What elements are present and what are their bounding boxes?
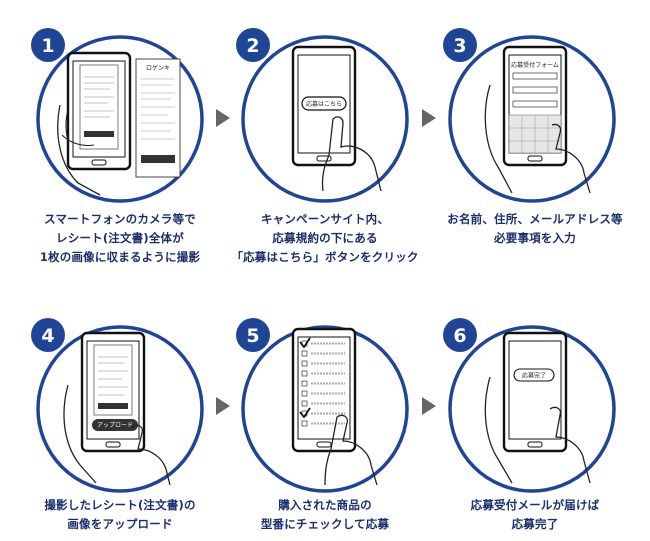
- phone-icon: [80, 331, 146, 453]
- svg-text:1: 1: [41, 35, 54, 57]
- phone-icon: [291, 327, 357, 453]
- next-arrow: [216, 397, 230, 415]
- step-number-badge: [236, 28, 270, 62]
- svg-text:ロゲンキ: ロゲンキ: [146, 64, 170, 72]
- check-icon: [299, 337, 311, 349]
- next-arrow: [422, 109, 436, 127]
- apply-button-illustration: [301, 96, 347, 111]
- step-3: 応募受付フォーム 3: [432, 15, 632, 205]
- next-arrow: [422, 397, 436, 415]
- step-4-caption: 撮影したレシート(注文書)の 画像をアップロード: [44, 498, 196, 531]
- svg-text:応募受付フォーム: 応募受付フォーム: [511, 61, 559, 69]
- phone-icon: [66, 51, 132, 171]
- step-number-badge: [443, 318, 477, 352]
- upload-button-illustration: [92, 419, 138, 431]
- step-number-badge: [443, 28, 477, 62]
- svg-text:5: 5: [246, 325, 259, 347]
- check-icon: [299, 407, 311, 419]
- step-1-caption: スマートフォンのカメラ等で レシート(注文書)全体が 1枚の画像に収まるように撮…: [39, 212, 201, 264]
- svg-text:6: 6: [453, 325, 466, 347]
- step-1: ロゲンキ 1: [20, 15, 220, 205]
- step-5-caption: 購入された商品の 型番にチェックして応募: [260, 498, 390, 531]
- svg-text:応募完了: 応募完了: [522, 372, 546, 380]
- svg-text:4: 4: [41, 325, 54, 347]
- complete-badge-illustration: [513, 368, 555, 382]
- step-4: アップロード 4: [20, 305, 220, 495]
- step-number-badge: [236, 318, 270, 352]
- checklist-illustration: [299, 337, 345, 427]
- step-3-caption: お名前、住所、メールアドレス等 必要事項を入力: [447, 212, 623, 245]
- step-number-badge: [31, 28, 65, 62]
- svg-text:アップロード: アップロード: [97, 422, 133, 429]
- step-number-badge: [31, 318, 65, 352]
- next-arrow: [216, 109, 230, 127]
- step-6: 応募完了 6: [432, 305, 632, 495]
- step-5: 5: [225, 305, 425, 495]
- step-2: 応募はこちら 2: [225, 15, 425, 205]
- receipt-icon: ロゲンキ: [135, 58, 181, 178]
- step-2-caption: キャンペーンサイト内、 応募規約の下にある 「応募はこちら」ボタンをクリック: [231, 212, 419, 264]
- svg-text:2: 2: [246, 35, 259, 57]
- svg-text:応募はこちら: 応募はこちら: [306, 100, 342, 108]
- form-fields-illustration: [508, 72, 562, 154]
- phone-icon: [502, 331, 568, 453]
- step-6-caption: 応募受付メールが届けば 応募完了: [470, 498, 600, 531]
- svg-text:3: 3: [453, 35, 466, 57]
